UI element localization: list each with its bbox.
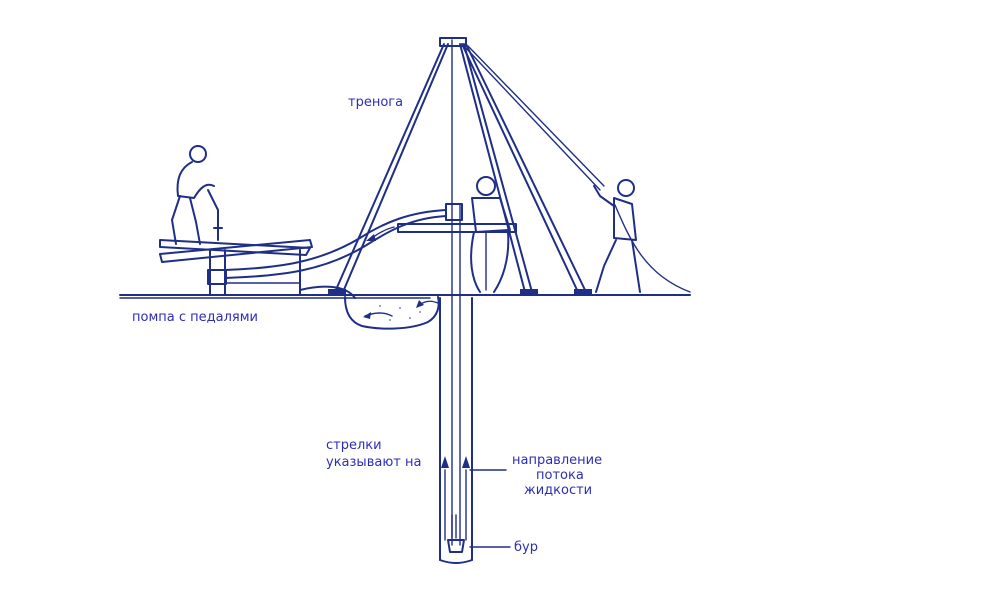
swivel-handle <box>397 203 517 233</box>
tripod <box>328 37 691 294</box>
pump-operator-figure <box>171 145 215 245</box>
arrows-label-line1: стрелки <box>326 438 382 453</box>
swivel-operator-figure <box>470 176 511 293</box>
rope-puller-figure <box>593 179 641 293</box>
flow-label-line1: направление <box>512 453 603 468</box>
flow-label-line3: жидкости <box>524 483 593 498</box>
pedal-pump <box>159 189 313 296</box>
borehole <box>439 39 511 564</box>
hose <box>224 209 447 299</box>
arrows-label-line2: указывают на <box>326 455 422 470</box>
drill-label: бур <box>514 540 538 555</box>
mud-pit <box>344 296 441 330</box>
flow-label-line2: потока <box>536 468 584 483</box>
ground <box>119 294 691 299</box>
pump-label: помпа с педалями <box>132 310 258 325</box>
tripod-label: тренога <box>348 95 404 110</box>
